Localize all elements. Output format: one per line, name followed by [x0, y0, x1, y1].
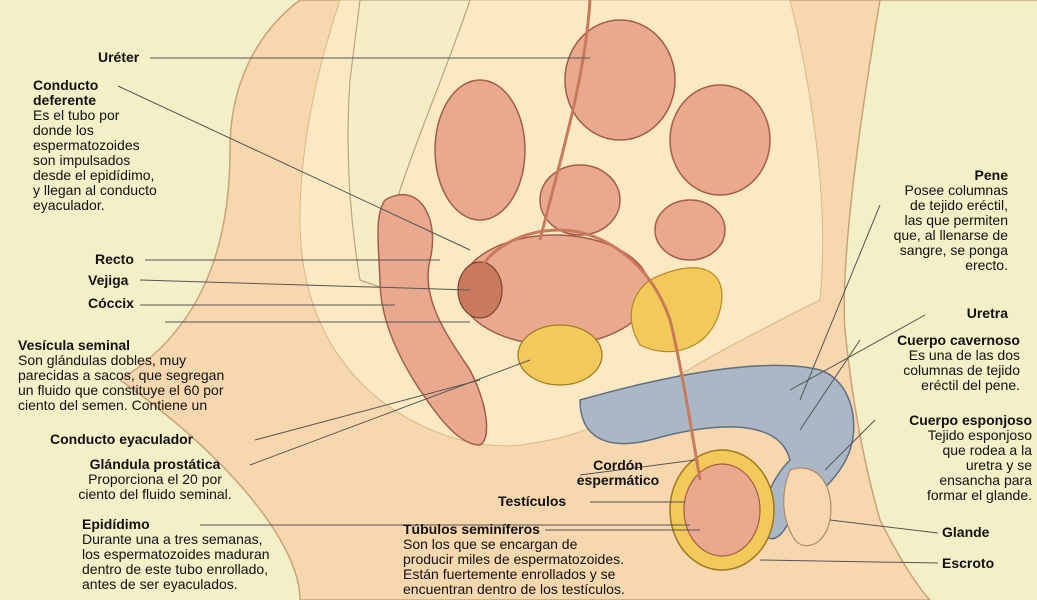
label-epididimo: Epidídimo Durante una a tres semanas, lo…: [82, 517, 270, 592]
epididimo-title: Epidídimo: [82, 517, 270, 532]
label-vesicula-seminal: Vesícula seminal Son glándulas dobles, m…: [18, 338, 224, 413]
label-glande: Glande: [942, 525, 989, 540]
pene-title: Pene: [848, 168, 1008, 183]
vejiga-title: Vejiga: [88, 273, 128, 288]
label-pene: Pene Posee columnas de tejido eréctil, l…: [848, 168, 1008, 273]
label-ureter: Uréter: [98, 50, 139, 65]
tubulos-seminiferos-desc: Son los que se encargan de producir mile…: [403, 537, 625, 597]
coccix-title: Cóccix: [88, 296, 134, 311]
label-glandula-prostatica: Glándula prostática Proporciona el 20 po…: [60, 457, 250, 502]
testicle-organ: [684, 464, 760, 556]
glande-title: Glande: [942, 525, 989, 540]
vesicula-seminal-desc: Son glándulas dobles, muy parecidas a sa…: [18, 353, 224, 413]
label-recto: Recto: [95, 252, 134, 267]
uretra-title: Uretra: [908, 306, 1008, 321]
label-coccix: Cóccix: [88, 296, 134, 311]
cordon-espermatico-title: Cordón espermático: [568, 458, 668, 488]
label-testiculos: Testículos: [498, 494, 566, 509]
ureter-title: Uréter: [98, 50, 139, 65]
escroto-title: Escroto: [942, 556, 994, 571]
testiculos-title: Testículos: [498, 494, 566, 509]
conducto-deferente-desc: Es el tubo por donde los espermatozoides…: [33, 108, 157, 213]
recto-title: Recto: [95, 252, 134, 267]
epididimo-desc: Durante una a tres semanas, los espermat…: [82, 532, 270, 592]
label-conducto-eyaculador: Conducto eyaculador: [50, 432, 193, 447]
cuerpo-esponjoso-title: Cuerpo esponjoso: [860, 413, 1032, 428]
label-vejiga: Vejiga: [88, 273, 128, 288]
cuerpo-cavernoso-title: Cuerpo cavernoso: [840, 333, 1020, 348]
cuerpo-cavernoso-desc: Es una de las dos columnas de tejido eré…: [840, 348, 1020, 393]
tubulos-seminiferos-title: Túbulos seminíferos: [403, 522, 625, 537]
conducto-eyaculador-title: Conducto eyaculador: [50, 432, 193, 447]
cuerpo-esponjoso-desc: Tejido esponjoso que rodea a la uretra y…: [860, 428, 1032, 503]
glandula-prostatica-desc: Proporciona el 20 por ciento del fluido …: [60, 472, 250, 502]
label-cordon-espermatico: Cordón espermático: [568, 458, 668, 488]
vesicula-seminal-title: Vesícula seminal: [18, 338, 224, 353]
label-uretra: Uretra: [908, 306, 1008, 321]
pene-desc: Posee columnas de tejido eréctil, las qu…: [848, 183, 1008, 273]
label-cuerpo-esponjoso: Cuerpo esponjoso Tejido esponjoso que ro…: [860, 413, 1032, 503]
glandula-prostatica-title: Glándula prostática: [60, 457, 250, 472]
label-cuerpo-cavernoso: Cuerpo cavernoso Es una de las dos colum…: [840, 333, 1020, 393]
prostate-organ: [518, 325, 602, 385]
conducto-deferente-title: Conducto deferente: [33, 78, 157, 108]
label-escroto: Escroto: [942, 556, 994, 571]
label-conducto-deferente: Conducto deferente Es el tubo por donde …: [33, 78, 157, 213]
label-tubulos-seminiferos: Túbulos seminíferos Son los que se encar…: [403, 522, 625, 597]
